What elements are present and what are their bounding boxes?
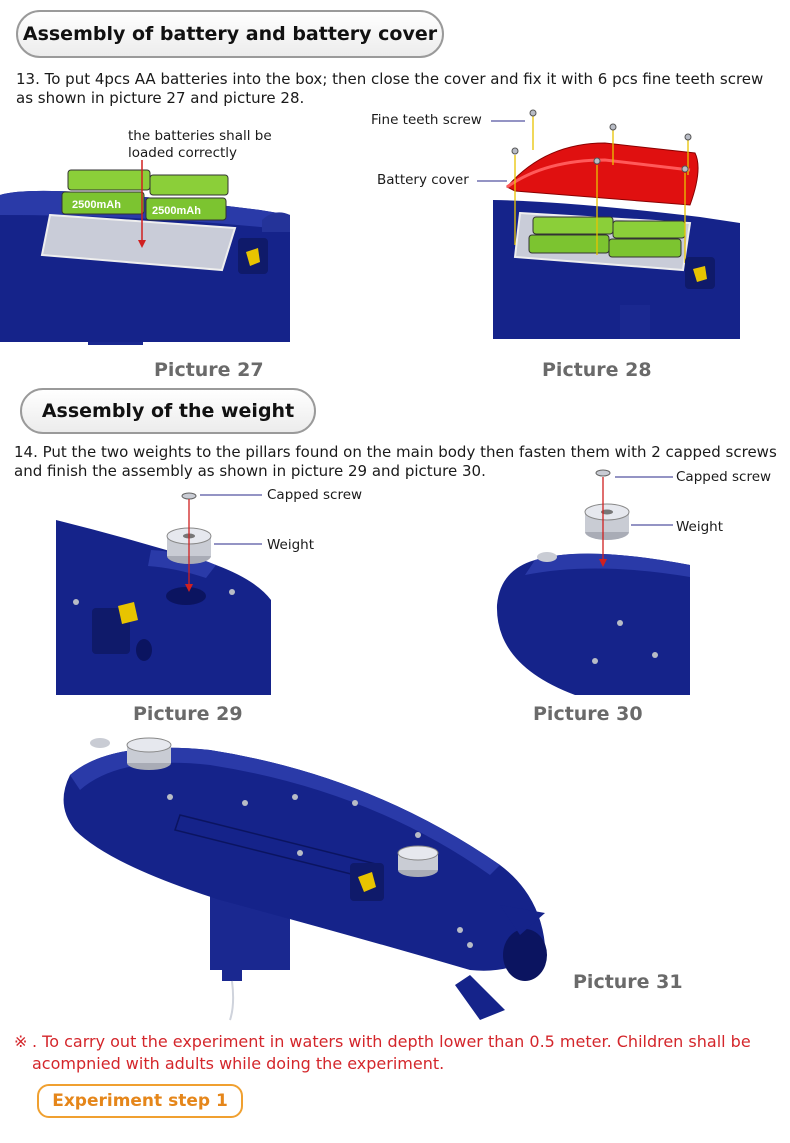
section-heading-battery-text: Assembly of battery and battery cover [23,23,437,45]
label-fine-teeth-screw: Fine teeth screw [371,112,482,128]
caption-picture-31: Picture 31 [573,971,683,993]
section-heading-weight: Assembly of the weight [20,388,316,434]
experiment-step-badge: Experiment step 1 [37,1084,243,1118]
picture-30 [495,465,690,695]
caption-picture-27: Picture 27 [154,359,264,381]
warning-text: . To carry out the experiment in waters … [32,1031,772,1075]
caption-picture-30: Picture 30 [533,703,643,725]
instruction-13: 13. To put 4pcs AA batteries into the bo… [16,70,776,108]
label-battery-cover: Battery cover [377,172,469,188]
picture-27: 2500mAh 2500mAh the batteries shall be l… [0,120,300,350]
picture-28 [365,105,745,345]
picture-31 [50,735,560,1020]
note-batteries: the batteries shall be loaded correctly [128,128,288,162]
picture-29-illustration [56,480,271,695]
caption-picture-28: Picture 28 [542,359,652,381]
experiment-step-label: Experiment step 1 [52,1091,228,1111]
label-weight-30: Weight [676,519,723,535]
battery-print: 2500mAh [72,199,121,211]
label-capped-screw-30: Capped screw [676,469,771,485]
caption-picture-29: Picture 29 [133,703,243,725]
warning-symbol: ※ [14,1031,27,1053]
battery-print: 2500mAh [152,205,201,217]
picture-30-illustration [495,465,690,695]
picture-28-illustration [365,105,745,345]
label-weight-29: Weight [267,537,314,553]
section-heading-battery: Assembly of battery and battery cover [16,10,444,58]
label-capped-screw-29: Capped screw [267,487,362,503]
section-heading-weight-text: Assembly of the weight [42,400,294,422]
picture-29 [56,480,271,695]
picture-31-illustration [50,735,560,1020]
